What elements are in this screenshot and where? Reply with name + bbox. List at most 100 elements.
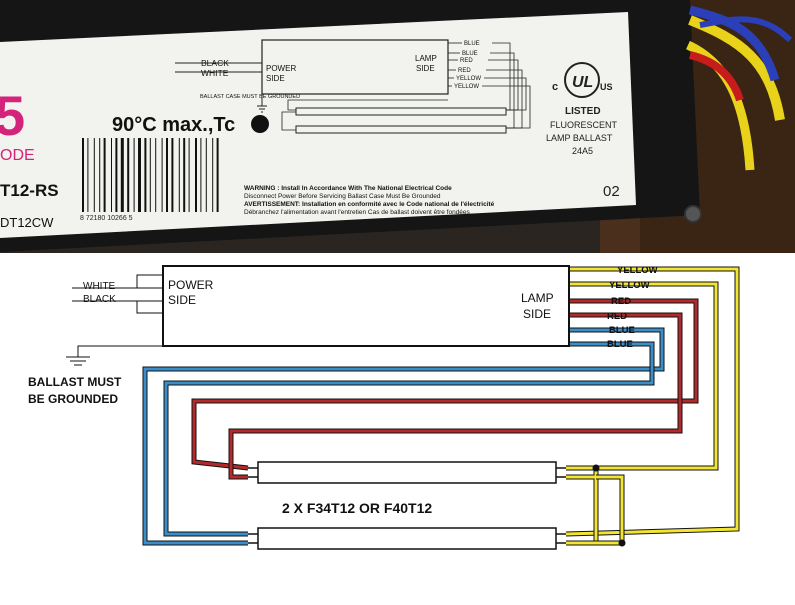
label-lamp-2-tube <box>295 125 507 134</box>
junction-dot-1 <box>592 464 600 472</box>
warning-3: AVERTISSEMENT: Installation en conformit… <box>244 201 495 208</box>
temp-rating: 90°C max.,Tc <box>112 114 235 136</box>
red-wire-2 <box>229 313 682 479</box>
barcode-bar <box>155 138 157 212</box>
ballast-label-photo: 5 ODE T12-RS DT12CW 8 72180 10266 5 BLAC… <box>0 0 795 253</box>
lamps-label: 2 X F34T12 OR F40T12 <box>282 500 432 516</box>
ground-label-1: BALLAST MUST <box>28 375 122 389</box>
label-power-1: POWER <box>266 64 296 73</box>
yellow-wire-2 <box>566 282 718 470</box>
barcode-bar <box>115 138 118 212</box>
barcode-bar <box>82 138 84 212</box>
ul-us: US <box>600 82 613 92</box>
lamp-2-tube <box>257 527 557 550</box>
barcode-bar <box>87 138 89 212</box>
listed-1: LISTED <box>565 106 601 117</box>
label-lamp-2: SIDE <box>416 64 435 73</box>
model-text: T12-RS <box>0 181 59 200</box>
label-wire-tag: BLUE <box>462 51 478 57</box>
barcode-bar <box>183 138 186 212</box>
temp-dot <box>251 115 269 133</box>
listed-3: LAMP BALLAST <box>546 133 613 143</box>
screw <box>684 205 702 223</box>
barcode-bar <box>171 138 174 212</box>
ground-label-2: BE GROUNDED <box>28 392 118 406</box>
lamp-side-label-1: LAMP <box>521 291 554 305</box>
blue-wire-1 <box>143 328 664 545</box>
barcode-bar <box>195 138 197 212</box>
red-wire-1 <box>192 299 698 470</box>
photo-svg: 5 ODE T12-RS DT12CW 8 72180 10266 5 BLAC… <box>0 0 795 253</box>
label-black: BLACK <box>201 58 229 68</box>
barcode-bar <box>178 138 180 212</box>
label-lamp-1-tube <box>295 107 507 116</box>
warning-4: Débranchez l'alimentation avant l'entret… <box>244 209 471 216</box>
ul-mark <box>564 62 600 98</box>
lamp-2 <box>248 527 566 550</box>
brand-fragment: 5 <box>0 84 25 147</box>
yellow-wire-1 <box>565 267 739 536</box>
barcode-bar <box>111 138 112 212</box>
yellow-wire-4 <box>566 475 624 545</box>
barcode-bar <box>127 138 130 212</box>
barcode-bar <box>138 138 141 212</box>
wire-label-red-2: RED <box>607 311 627 322</box>
barcode <box>82 138 219 212</box>
barcode-bar <box>144 138 147 212</box>
barcode-bar <box>205 138 207 212</box>
junction-dot-2 <box>618 539 626 547</box>
wiring-diagram: POWER SIDE LAMP SIDE WHITE BLACK BALLAST… <box>0 253 795 600</box>
wires <box>142 266 740 546</box>
barcode-bar <box>166 138 168 212</box>
label-white: WHITE <box>201 68 229 78</box>
barcode-bar <box>161 138 163 212</box>
barcode-bar <box>216 138 219 212</box>
label-power-2: SIDE <box>266 74 285 83</box>
model2-text: DT12CW <box>0 215 54 230</box>
label-wire-tag: BLUE <box>464 41 480 47</box>
wire-label-yellow-2: YELLOW <box>609 280 650 291</box>
power-side-label-1: POWER <box>168 278 214 292</box>
barcode-bar <box>200 138 202 212</box>
barcode-bar <box>188 138 190 212</box>
wire-label-red-1: RED <box>611 296 631 307</box>
ground-wire <box>77 345 163 357</box>
lamp-1-tube <box>257 461 557 484</box>
label-wire-tag: YELLOW <box>456 76 481 82</box>
ul-text: UL <box>572 74 593 91</box>
ground-icon <box>66 356 90 366</box>
barcode-bar <box>99 138 101 212</box>
label-wire-tag: RED <box>460 58 473 64</box>
label-wire-tag: YELLOW <box>454 84 479 90</box>
barcode-bar <box>149 138 151 212</box>
blue-wire-2 <box>164 342 654 536</box>
code-02: 02 <box>603 183 620 200</box>
barcode-bar <box>103 138 106 212</box>
ode-text: ODE <box>0 147 35 164</box>
power-side-label-2: SIDE <box>168 293 196 307</box>
black-wire-label: BLACK <box>83 294 116 305</box>
label-ground-note: BALLAST CASE MUST BE GROUNDED <box>200 94 300 100</box>
barcode-bar <box>212 138 214 212</box>
lamp-side-label-2: SIDE <box>523 307 551 321</box>
wire-label-yellow-1: YELLOW <box>617 265 658 276</box>
label-lamp-1: LAMP <box>415 54 437 63</box>
white-wire-label: WHITE <box>83 281 116 292</box>
listed-4: 24A5 <box>572 146 593 156</box>
barcode-digits: 8 72180 10266 5 <box>80 215 133 222</box>
barcode-bar <box>120 138 124 212</box>
ballast-label <box>0 12 636 238</box>
label-wire-tag: RED <box>458 68 471 74</box>
wire-label-blue-2: BLUE <box>607 339 633 350</box>
label-ballast-box <box>261 39 449 95</box>
barcode-bar <box>93 138 95 212</box>
warning-1: WARNING : Install In Accordance With The… <box>244 185 452 192</box>
barcode-bar <box>133 138 135 212</box>
wire-label-blue-1: BLUE <box>609 325 635 336</box>
diagram-svg: POWER SIDE LAMP SIDE WHITE BLACK BALLAST… <box>28 265 740 550</box>
listed-2: FLUORESCENT <box>550 120 618 130</box>
ballast-box <box>162 265 570 347</box>
ul-c: c <box>552 81 558 93</box>
